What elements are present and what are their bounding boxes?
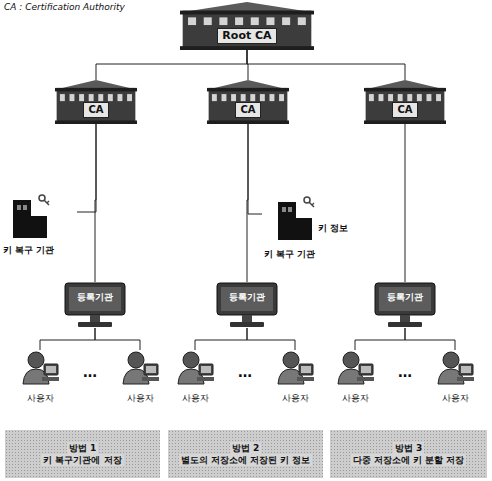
tree-connector bbox=[95, 124, 96, 282]
node-text: 사용자 bbox=[27, 392, 54, 404]
monitor-icon bbox=[374, 282, 436, 328]
method-box: 방법 2별도의 저장소에 저장된 키 정보 bbox=[168, 430, 323, 478]
user-icon bbox=[175, 350, 215, 386]
user-icon bbox=[120, 350, 160, 386]
registration-monitor: 등록기관 bbox=[374, 282, 436, 328]
user-node: 사용자 bbox=[433, 350, 477, 402]
method-box: 방법 1키 복구기관에 저장 bbox=[5, 430, 160, 478]
user-icon bbox=[435, 350, 475, 386]
method-box: 방법 3다중 저장소에 키 분할 저장 bbox=[330, 430, 487, 478]
ca-building: CA bbox=[55, 80, 137, 124]
registration-monitor: 등록기관 bbox=[64, 282, 126, 328]
registration-monitor: 등록기관 bbox=[216, 282, 278, 328]
ellipsis-label: … bbox=[238, 364, 252, 380]
node-text: 키 복구 기관 bbox=[264, 248, 315, 260]
user-icon bbox=[275, 350, 315, 386]
node-text: 사용자 bbox=[282, 392, 309, 404]
legend-note: CA : Certification Authority bbox=[4, 2, 125, 12]
node-text: 방법 2 bbox=[230, 442, 261, 454]
node-text: Root CA bbox=[217, 28, 276, 44]
node-text: CA bbox=[235, 102, 260, 118]
user-node: 사용자 bbox=[173, 350, 217, 402]
tree-connector bbox=[247, 328, 295, 350]
node-text: 키 복구기관에 저장 bbox=[41, 454, 123, 466]
user-node: 사용자 bbox=[333, 350, 377, 402]
tree-connector bbox=[247, 50, 405, 80]
user-node: 사용자 bbox=[18, 350, 62, 402]
ca-building: CA bbox=[207, 80, 289, 124]
node-text: 다중 저장소에 키 분할 저장 bbox=[351, 454, 467, 466]
key-recovery-agency: 키 정보키 복구 기관 bbox=[262, 192, 362, 268]
user-icon bbox=[20, 350, 60, 386]
tree-connector bbox=[195, 328, 247, 350]
node-text: 별도의 저장소에 저장된 키 정보 bbox=[179, 454, 313, 466]
tree-connector bbox=[247, 124, 248, 282]
node-text: 사용자 bbox=[127, 392, 154, 404]
tree-connector bbox=[95, 328, 140, 350]
node-text: 등록기관 bbox=[387, 291, 423, 304]
ellipsis-label: … bbox=[398, 364, 412, 380]
tree-connector bbox=[77, 124, 96, 212]
tree-connector bbox=[405, 328, 455, 350]
node-text: 키 복구 기관 bbox=[3, 244, 54, 256]
node-text: 방법 1 bbox=[67, 442, 98, 454]
ca-building: CA bbox=[364, 80, 446, 124]
user-node: 사용자 bbox=[273, 350, 317, 402]
node-text: 사용자 bbox=[442, 392, 469, 404]
monitor-icon bbox=[216, 282, 278, 328]
node-text: 사용자 bbox=[342, 392, 369, 404]
node-text: CA bbox=[83, 102, 108, 118]
tree-connector bbox=[355, 328, 405, 350]
key-recovery-agency: 키 복구 기관 bbox=[3, 190, 77, 262]
user-icon bbox=[335, 350, 375, 386]
node-text: 등록기관 bbox=[229, 291, 265, 304]
monitor-icon bbox=[64, 282, 126, 328]
ellipsis-label: … bbox=[83, 364, 97, 380]
node-text: 등록기관 bbox=[77, 291, 113, 304]
root-ca-building: Root CA bbox=[180, 2, 314, 50]
node-text: 사용자 bbox=[182, 392, 209, 404]
tree-connector bbox=[96, 50, 247, 80]
user-node: 사용자 bbox=[118, 350, 162, 402]
node-text: 방법 3 bbox=[393, 442, 424, 454]
tree-connector bbox=[40, 328, 95, 350]
tree-connector bbox=[248, 124, 262, 214]
key-recovery-icon bbox=[276, 192, 316, 242]
node-text: 키 정보 bbox=[318, 222, 348, 234]
key-recovery-icon bbox=[11, 190, 51, 240]
node-text: CA bbox=[392, 102, 417, 118]
tree-connector bbox=[405, 124, 406, 282]
